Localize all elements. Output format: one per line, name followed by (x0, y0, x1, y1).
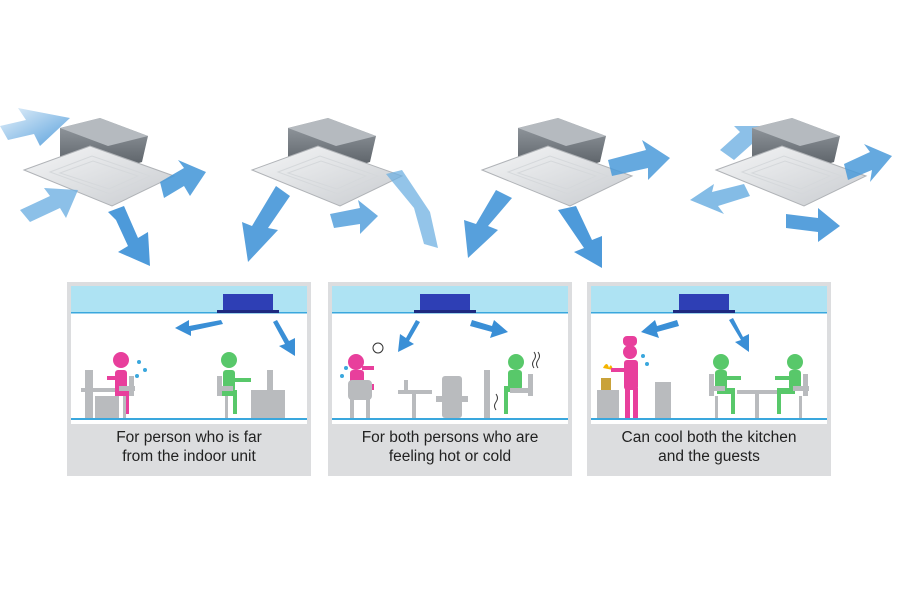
caption-line-2: from the indoor unit (122, 448, 256, 465)
airflow-arrow (729, 318, 749, 352)
airflow-arrow (398, 320, 420, 352)
panel-caption: Can cool both the kitchen and the guests (587, 428, 831, 474)
caption-line-2: and the guests (658, 448, 760, 465)
indoor-unit (679, 294, 729, 312)
airflow-arrow (273, 320, 295, 356)
caption-line-2: feeling hot or cold (388, 448, 512, 465)
airflow-arrow (242, 186, 290, 262)
airflow-arrow (844, 144, 892, 182)
floor (591, 418, 827, 420)
panel-hot-or-cold: For both persons who are feeling hot or … (328, 282, 572, 476)
airflow-arrow (386, 170, 438, 248)
room-scene (332, 286, 568, 424)
cassette-unit-3 (464, 117, 670, 268)
indoor-unit (223, 294, 273, 312)
room-illustration (332, 286, 568, 420)
cassette-unit-2 (242, 117, 438, 262)
floor (332, 418, 568, 420)
airflow-arrow (160, 160, 206, 198)
caption-line-1: For both persons who are (361, 429, 539, 446)
caption-line-1: Can cool both the kitchen (621, 429, 797, 446)
airflow-arrow (175, 320, 223, 336)
airflow-arrow (786, 208, 840, 242)
panel-kitchen-guests: Can cool both the kitchen and the guests (587, 282, 831, 476)
indoor-unit (420, 294, 470, 312)
chef-person (611, 336, 638, 418)
room-illustration (71, 286, 307, 420)
cassette-units-row (0, 108, 892, 268)
guest-person-2 (775, 354, 803, 414)
panel-caption: For both persons who are feeling hot or … (328, 428, 572, 474)
caption-line-1: For person who is far (116, 429, 262, 446)
cassette-unit-4 (690, 117, 892, 242)
airflow-arrow (558, 206, 602, 268)
airflow-arrow (330, 200, 378, 234)
room-illustration (591, 286, 827, 420)
floor (71, 418, 307, 420)
room-scene (591, 286, 827, 424)
guest-person-1 (713, 354, 741, 414)
airflow-arrow (470, 320, 508, 338)
room-scene (71, 286, 307, 424)
airflow-arrow (464, 190, 512, 258)
airflow-arrow (608, 140, 670, 180)
airflow-arrow (20, 188, 78, 222)
airflow-arrow (641, 320, 679, 338)
cassette-unit-1 (0, 108, 206, 266)
airflow-arrow (690, 184, 750, 214)
airflow-arrow (108, 206, 150, 266)
airflow-arrow (0, 108, 70, 146)
cold-person (504, 354, 524, 414)
panel-caption: For person who is far from the indoor un… (67, 428, 311, 474)
panel-far-person: For person who is far from the indoor un… (67, 282, 311, 476)
